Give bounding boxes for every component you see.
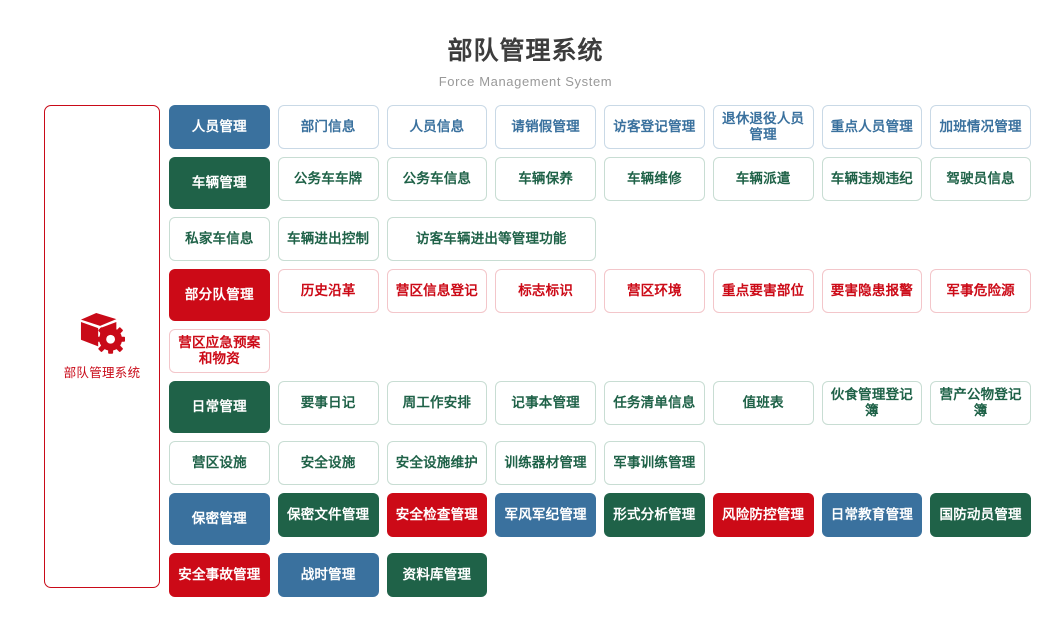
module-card[interactable]: 军事危险源 bbox=[930, 269, 1031, 314]
module-card[interactable]: 车辆进出控制 bbox=[277, 217, 379, 262]
category-row: 车辆管理公务车车牌公务车信息车辆保养车辆维修车辆派遣车辆违规违纪驾驶员信息私家车… bbox=[169, 157, 1031, 262]
category-row: 人员管理部门信息人员信息请销假管理访客登记管理退休退役人员管理重点人员管理加班情… bbox=[169, 105, 1031, 150]
module-card[interactable]: 标志标识 bbox=[495, 269, 596, 314]
module-card[interactable]: 人员信息 bbox=[386, 105, 488, 150]
module-card[interactable]: 安全事故管理 bbox=[169, 553, 270, 598]
module-card[interactable]: 周工作安排 bbox=[386, 381, 488, 426]
module-card[interactable]: 营区设施 bbox=[169, 441, 270, 486]
module-card[interactable]: 安全设施 bbox=[277, 441, 379, 486]
module-card[interactable]: 军风军纪管理 bbox=[495, 493, 596, 538]
module-card[interactable]: 营产公物登记簿 bbox=[930, 381, 1031, 426]
module-card[interactable]: 车辆派遣 bbox=[712, 157, 814, 202]
module-card[interactable]: 任务清单信息 bbox=[604, 381, 705, 426]
page-subtitle: Force Management System bbox=[438, 74, 613, 90]
page-header: 部队管理系统 Force Management System bbox=[0, 0, 1051, 89]
module-card[interactable]: 国防动员管理 bbox=[930, 493, 1031, 538]
module-card[interactable]: 车辆违规违纪 bbox=[821, 157, 923, 202]
module-card[interactable]: 要事日记 bbox=[277, 381, 379, 426]
module-card[interactable]: 请销假管理 bbox=[495, 105, 596, 150]
category-row: 保密管理保密文件管理安全检查管理军风军纪管理形式分析管理风险防控管理日常教育管理… bbox=[169, 493, 1031, 598]
module-card[interactable]: 风险防控管理 bbox=[712, 493, 814, 538]
category-label[interactable]: 车辆管理 bbox=[169, 157, 270, 210]
module-card[interactable]: 部门信息 bbox=[277, 105, 379, 150]
module-card[interactable]: 战时管理 bbox=[277, 553, 379, 598]
module-card[interactable]: 重点要害部位 bbox=[712, 269, 814, 314]
module-card[interactable]: 伙食管理登记簿 bbox=[821, 381, 923, 426]
module-card[interactable]: 驾驶员信息 bbox=[930, 157, 1031, 202]
module-card[interactable]: 公务车车牌 bbox=[277, 157, 379, 202]
module-card[interactable]: 资料库管理 bbox=[386, 553, 488, 598]
module-card[interactable]: 访客登记管理 bbox=[604, 105, 705, 150]
module-card[interactable]: 历史沿革 bbox=[277, 269, 379, 314]
sidebar-brand-label: 部队管理系统 bbox=[63, 366, 141, 381]
module-card[interactable]: 营区环境 bbox=[604, 269, 705, 314]
category-row: 部分队管理历史沿革营区信息登记标志标识营区环境重点要害部位要害隐患报警军事危险源… bbox=[169, 269, 1031, 374]
category-label[interactable]: 部分队管理 bbox=[169, 269, 270, 322]
module-card[interactable]: 车辆维修 bbox=[604, 157, 705, 202]
module-card[interactable]: 保密文件管理 bbox=[277, 493, 379, 538]
module-card[interactable]: 日常教育管理 bbox=[821, 493, 923, 538]
category-label[interactable]: 日常管理 bbox=[169, 381, 270, 434]
sidebar-brand-panel[interactable]: 部队管理系统 bbox=[44, 105, 160, 589]
category-label[interactable]: 保密管理 bbox=[169, 493, 270, 546]
module-card[interactable]: 私家车信息 bbox=[169, 217, 270, 262]
module-card[interactable]: 公务车信息 bbox=[386, 157, 488, 202]
page-title: 部队管理系统 bbox=[447, 37, 604, 65]
box-gear-icon bbox=[80, 313, 125, 354]
module-card[interactable]: 安全设施维护 bbox=[386, 441, 488, 486]
module-card[interactable]: 训练器材管理 bbox=[495, 441, 596, 486]
module-card[interactable]: 访客车辆进出等管理功能 bbox=[386, 217, 596, 262]
module-card[interactable]: 营区信息登记 bbox=[386, 269, 488, 314]
module-card[interactable]: 要害隐患报警 bbox=[821, 269, 923, 314]
module-card[interactable]: 军事训练管理 bbox=[604, 441, 705, 486]
module-card[interactable]: 安全检查管理 bbox=[386, 493, 488, 538]
category-row: 日常管理要事日记周工作安排记事本管理任务清单信息值班表伙食管理登记簿营产公物登记… bbox=[169, 381, 1031, 486]
module-card[interactable]: 重点人员管理 bbox=[821, 105, 923, 150]
module-card[interactable]: 加班情况管理 bbox=[930, 105, 1031, 150]
content-body: 部队管理系统 人员管理部门信息人员信息请销假管理访客登记管理退休退役人员管理重点… bbox=[0, 89, 1051, 605]
module-card[interactable]: 形式分析管理 bbox=[604, 493, 705, 538]
module-card[interactable]: 车辆保养 bbox=[495, 157, 596, 202]
module-card[interactable]: 值班表 bbox=[712, 381, 814, 426]
category-label[interactable]: 人员管理 bbox=[169, 105, 270, 150]
module-card[interactable]: 记事本管理 bbox=[495, 381, 596, 426]
module-grid: 人员管理部门信息人员信息请销假管理访客登记管理退休退役人员管理重点人员管理加班情… bbox=[169, 105, 1031, 605]
module-card[interactable]: 退休退役人员管理 bbox=[712, 105, 814, 150]
module-card[interactable]: 营区应急预案和物资 bbox=[169, 329, 270, 374]
